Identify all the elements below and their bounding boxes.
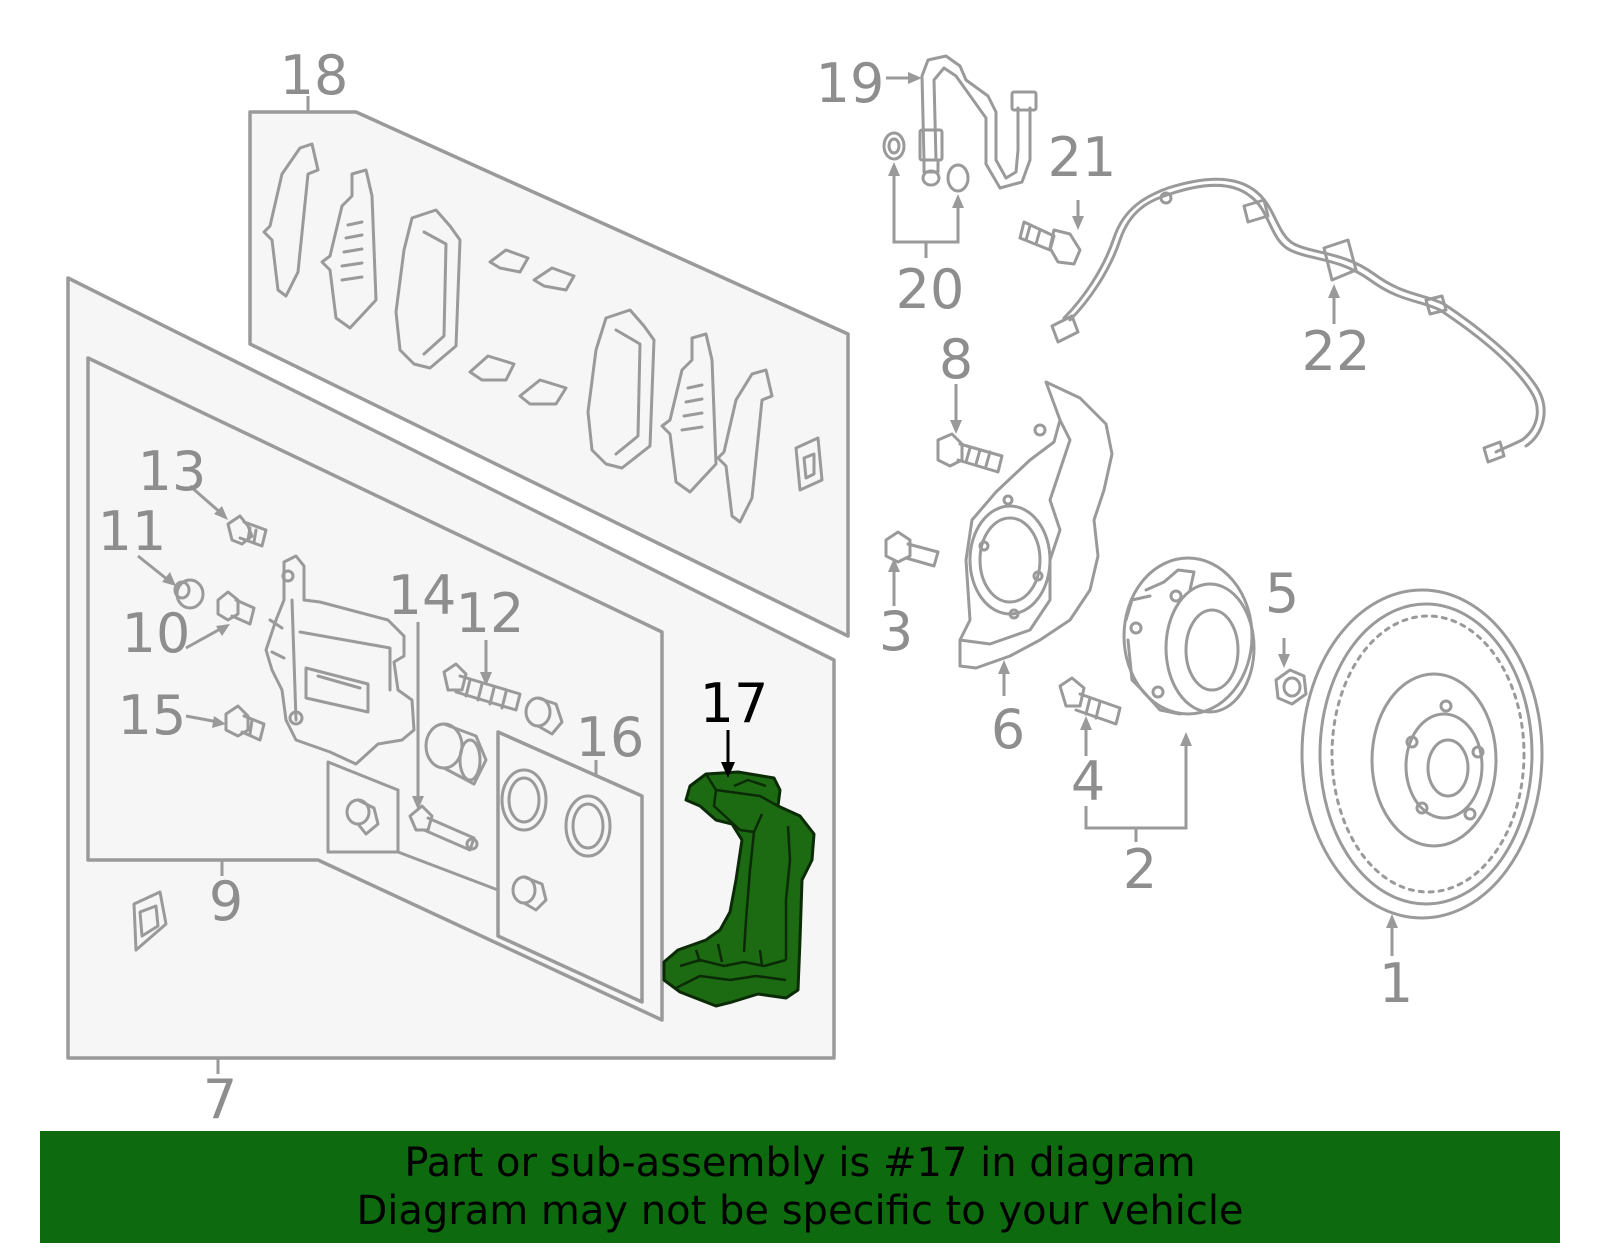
splash-shield-6 (958, 380, 1114, 670)
pad-clip-right (716, 368, 774, 524)
callout-4: 4 (1071, 750, 1105, 813)
bolt-15 (224, 704, 266, 742)
callout-3: 3 (879, 600, 913, 663)
bolt-3 (884, 530, 940, 568)
callout-9: 9 (209, 870, 243, 933)
panel-14-box (396, 788, 500, 892)
abs-sensor-22 (1050, 177, 1546, 464)
banner-line-1: Part or sub-assembly is #17 in diagram (404, 1140, 1196, 1186)
callout-15: 15 (118, 684, 187, 747)
callout-13: 13 (138, 440, 207, 503)
callout-8: 8 (939, 328, 973, 391)
wheel-stud-4 (1058, 676, 1122, 726)
callout-7: 7 (203, 1068, 237, 1131)
bolt-21 (1018, 220, 1082, 266)
bushing-11 (173, 578, 205, 610)
pad-clips-upper (468, 248, 576, 406)
banner-line-2: Diagram may not be specific to your vehi… (356, 1188, 1244, 1234)
callout-16: 16 (576, 706, 645, 769)
caliper-body (264, 554, 416, 766)
pad-shim-left-2 (320, 168, 378, 330)
callout-6: 6 (991, 698, 1025, 761)
pad-shim-right (660, 332, 718, 494)
callout-11: 11 (98, 500, 167, 563)
washers-20 (882, 131, 970, 193)
piston-seals-16 (500, 768, 612, 912)
callout-2: 2 (1123, 838, 1157, 901)
callout-19: 19 (816, 52, 885, 115)
brake-pad-outer (586, 308, 656, 470)
wheel-hub-2 (1122, 556, 1256, 716)
callout-12: 12 (456, 582, 525, 645)
callout-leaders (137, 72, 1398, 1074)
callout-10: 10 (122, 602, 191, 665)
pad-shim-left (262, 142, 320, 298)
pin-boot-9 (345, 798, 380, 836)
pin-boot-12 (524, 696, 564, 736)
callout-18: 18 (280, 44, 349, 107)
small-clip-9 (132, 890, 168, 952)
panel-18-outline (248, 110, 850, 638)
wear-indicator (794, 436, 824, 492)
callout-5: 5 (1265, 562, 1299, 625)
info-banner: Part or sub-assembly is #17 in diagram D… (40, 1131, 1560, 1243)
brake-rotor-1 (1300, 588, 1544, 920)
piston (424, 722, 488, 786)
panel-16-box (496, 730, 644, 1004)
callout-1: 1 (1379, 952, 1413, 1015)
callout-20: 20 (896, 258, 965, 321)
bolt-8 (936, 432, 1004, 474)
callout-14: 14 (388, 564, 457, 627)
callout-21: 21 (1048, 126, 1117, 189)
bolt-10 (216, 590, 256, 626)
brake-hose-19 (918, 54, 1038, 190)
callout-22: 22 (1302, 320, 1371, 383)
guide-pin-14 (408, 804, 479, 852)
caliper-bracket-17 (662, 770, 816, 1008)
bolt-13 (226, 514, 268, 548)
brake-pad-inner (394, 208, 462, 370)
guide-pin-12 (442, 662, 522, 712)
callout-17: 17 (700, 672, 769, 735)
hub-nut-5 (1274, 668, 1308, 706)
